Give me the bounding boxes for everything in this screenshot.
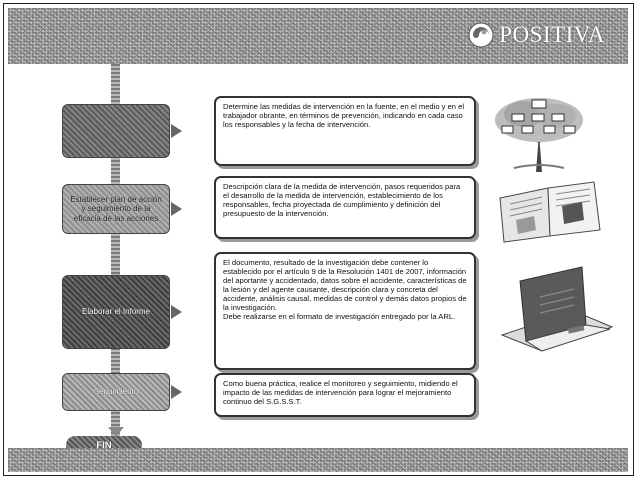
flow-step-2: Establecer plan de acción y seguimiento … — [62, 184, 170, 234]
step-description-4: Como buena práctica, realice el monitore… — [214, 373, 476, 417]
header-band — [8, 8, 628, 64]
open-book-icon — [499, 181, 601, 243]
step-description-2: Descripción clara de la medida de interv… — [214, 176, 476, 239]
flow-step-4: Seguimiento — [62, 373, 170, 411]
step-arrow-4-icon — [171, 385, 182, 399]
organization-tree-icon — [495, 98, 583, 172]
footer-band — [8, 448, 628, 472]
step-description-text: Determine las medidas de intervención en… — [223, 102, 465, 129]
step-description-text: El documento, resultado de la investigac… — [223, 258, 467, 312]
positiva-logo: POSITIVA — [468, 22, 605, 48]
flow-step-1 — [62, 104, 170, 158]
step-arrow-3-icon — [171, 305, 182, 319]
flow-connector — [111, 64, 120, 442]
step-description-note: Debe realizarse en el formato de investi… — [223, 312, 456, 321]
step-arrow-1-icon — [171, 124, 182, 138]
step-description-1: Determine las medidas de intervención en… — [214, 96, 476, 166]
step-description-text: Como buena práctica, realice el monitore… — [223, 379, 458, 406]
logo-text: POSITIVA — [499, 22, 605, 47]
report-folder-icon — [500, 266, 614, 352]
logo-mark-icon — [468, 22, 494, 48]
step-description-text: Descripción clara de la medida de interv… — [223, 182, 461, 218]
step-arrow-2-icon — [171, 202, 182, 216]
flow-step-3: Elaborar el Informe — [62, 275, 170, 349]
flow-down-arrow-icon — [108, 427, 124, 437]
step-description-3: El documento, resultado de la investigac… — [214, 252, 476, 370]
